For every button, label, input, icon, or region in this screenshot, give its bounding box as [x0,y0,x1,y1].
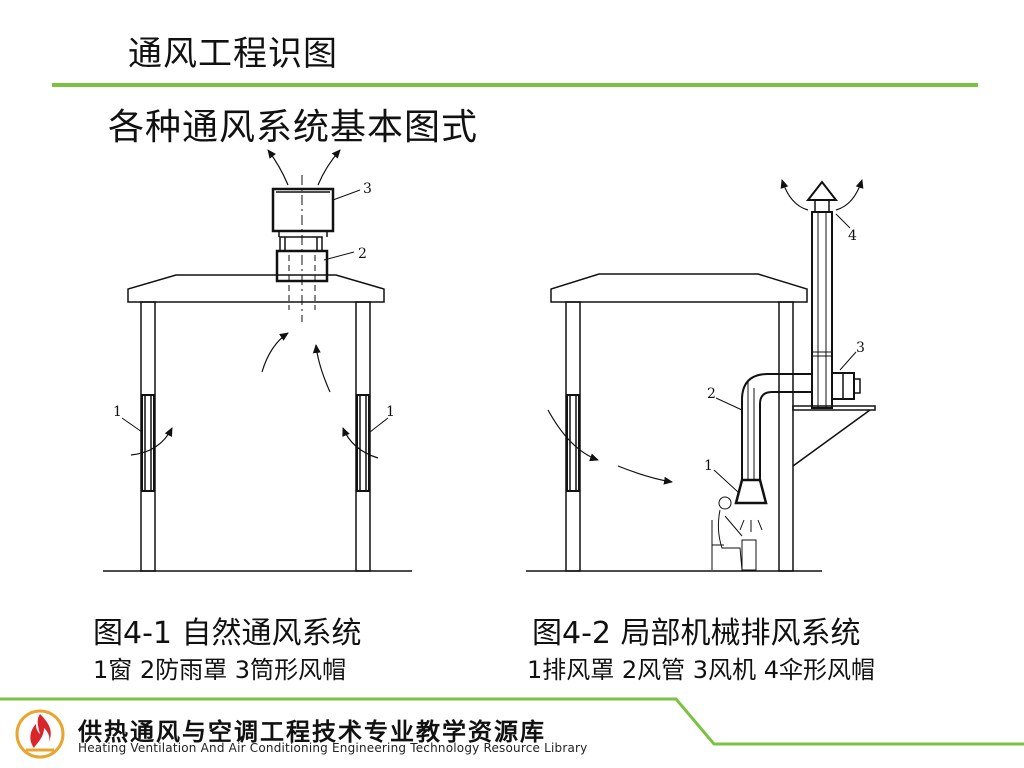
slide-subtitle: 各种通风系统基本图式 [108,107,479,148]
exhaust-hood [734,478,768,505]
library-name-cn: 供热通风与空调工程技术专业教学资源库 [78,718,546,746]
right-column [778,301,794,572]
bracket-brace [792,409,871,467]
figure1-caption: 图4-1 自然通风系统 [93,616,362,651]
left-window [141,394,155,492]
fig2-label-cap: 4 [848,228,857,244]
figure2-legend: 1排风罩 2风管 3风机 4伞形风帽 [527,656,875,684]
footer-decoration [0,697,1024,759]
figure2-caption: 图4-2 局部机械排风系统 [532,616,861,651]
roof [550,273,808,303]
figure2-part-labels: 1 2 3 4 [704,228,865,474]
exhaust-stack [811,211,833,409]
fig2-label-hood: 1 [704,458,713,474]
title-divider [52,83,978,87]
left-column [140,301,156,572]
fig1-label-rain-hood: 2 [358,246,367,262]
figure-mechanical-exhaust [526,179,876,572]
roof [127,274,385,303]
fan-platform [792,405,876,411]
fig1-label-window-right: 1 [386,404,395,420]
worker-figure [711,496,757,571]
figure-natural-ventilation [103,149,412,572]
page-title: 通风工程识图 [128,34,338,74]
right-column [355,301,371,572]
fig2-label-fan: 3 [856,340,865,356]
right-window [356,394,370,492]
footer-accent-line [0,697,1024,746]
library-flame-logo-icon [15,709,65,759]
window [566,394,580,492]
fig2-label-duct: 2 [707,386,716,402]
left-column [565,301,581,572]
figure1-legend: 1窗 2防雨罩 3筒形风帽 [93,656,347,684]
duct-outer [741,373,812,480]
figure1-part-labels: 1 1 2 3 [113,181,395,420]
fig1-label-window-left: 1 [113,404,122,420]
cylinder-cap [271,187,335,233]
rain-hood [279,236,323,252]
duct-inner [759,391,812,480]
umbrella-cap [805,180,839,201]
fig1-label-cap: 3 [363,181,372,197]
library-name-en: Heating Ventilation And Air Conditioning… [78,741,588,755]
